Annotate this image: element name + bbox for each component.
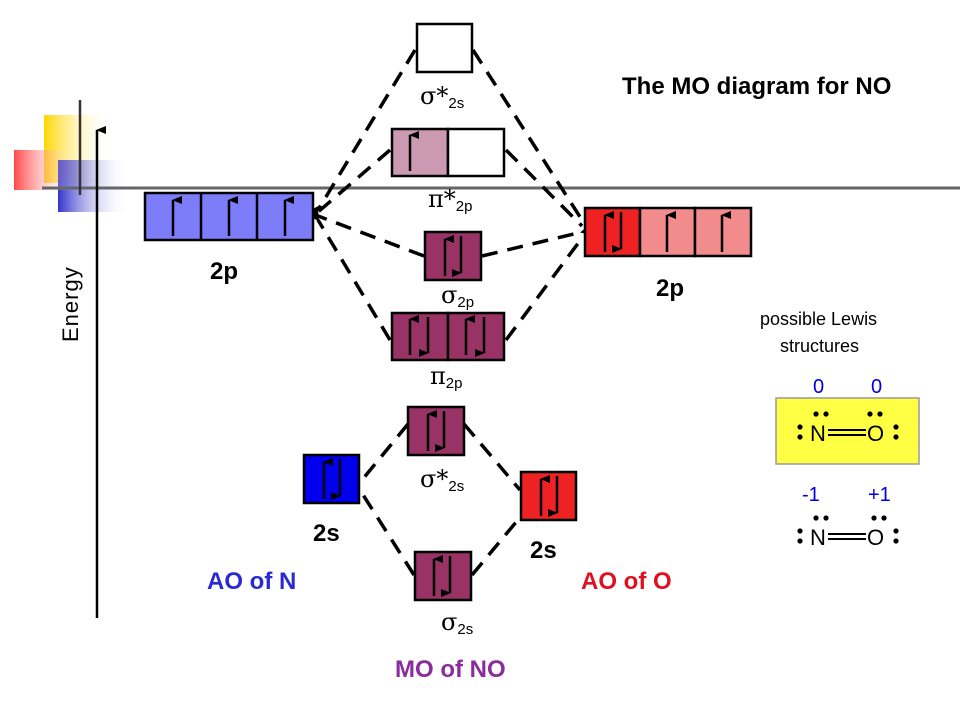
lewis2-charge-o: +1 bbox=[868, 484, 891, 506]
mo-sigma-2p-label: σ2p bbox=[441, 281, 474, 311]
n-2s-label: 2s bbox=[313, 520, 340, 547]
mo-sigma-star-2s bbox=[406, 405, 466, 457]
mo-no-label: MO of NO bbox=[395, 656, 506, 683]
lewis2-lone-pairs bbox=[797, 515, 899, 544]
o-2p-orbitals bbox=[583, 206, 753, 258]
o-2s-label: 2s bbox=[530, 537, 557, 564]
mo-sigma-2p bbox=[423, 230, 483, 282]
lewis1-charge-n: 0 bbox=[813, 376, 824, 398]
lewis-heading-line1: possible Lewis bbox=[760, 309, 877, 329]
o-2s-orbital bbox=[519, 470, 578, 522]
diagram-title: The MO diagram for NO bbox=[622, 73, 891, 100]
lewis1-lone-pairs bbox=[797, 411, 899, 440]
mo-pi-star-2p-label: π*2p bbox=[428, 185, 472, 215]
mo-sigma-star-top-label: σ*2s bbox=[420, 82, 464, 112]
ao-o-label: AO of O bbox=[581, 568, 672, 595]
correlation-lines bbox=[305, 49, 596, 577]
lewis2-atom-n: N bbox=[810, 525, 826, 550]
lewis1-atom-n: N bbox=[810, 421, 826, 446]
lewis2-atom-o: O bbox=[867, 525, 884, 550]
energy-axis: Energy bbox=[58, 126, 106, 618]
mo-pi-2p bbox=[390, 311, 506, 362]
ao-n-label: AO of N bbox=[207, 568, 296, 595]
mo-pi-star-2p bbox=[390, 127, 506, 178]
mo-sigma-2s bbox=[413, 550, 473, 602]
lewis-structures: possible Lewis structures 0 0 N O -1 +1 … bbox=[760, 309, 920, 550]
n-2p-orbitals bbox=[143, 191, 315, 242]
n-2p-label: 2p bbox=[210, 258, 238, 285]
mo-sigma-star-2p bbox=[415, 22, 474, 74]
o-2p-label: 2p bbox=[656, 275, 684, 302]
lewis1-charge-o: 0 bbox=[871, 376, 882, 398]
energy-axis-label: Energy bbox=[58, 266, 83, 342]
lewis1-double-bond bbox=[828, 429, 866, 436]
mo-sigma-star-2s-label: σ*2s bbox=[420, 465, 464, 495]
lewis2-charge-n: -1 bbox=[802, 484, 820, 506]
n-2s-orbital bbox=[302, 453, 361, 505]
lewis-heading-line2: structures bbox=[780, 336, 859, 356]
lewis2-double-bond bbox=[828, 533, 866, 540]
mo-sigma-2s-label: σ2s bbox=[441, 608, 473, 638]
lewis1-atom-o: O bbox=[867, 421, 884, 446]
mo-pi-2p-label: π2p bbox=[430, 362, 462, 392]
